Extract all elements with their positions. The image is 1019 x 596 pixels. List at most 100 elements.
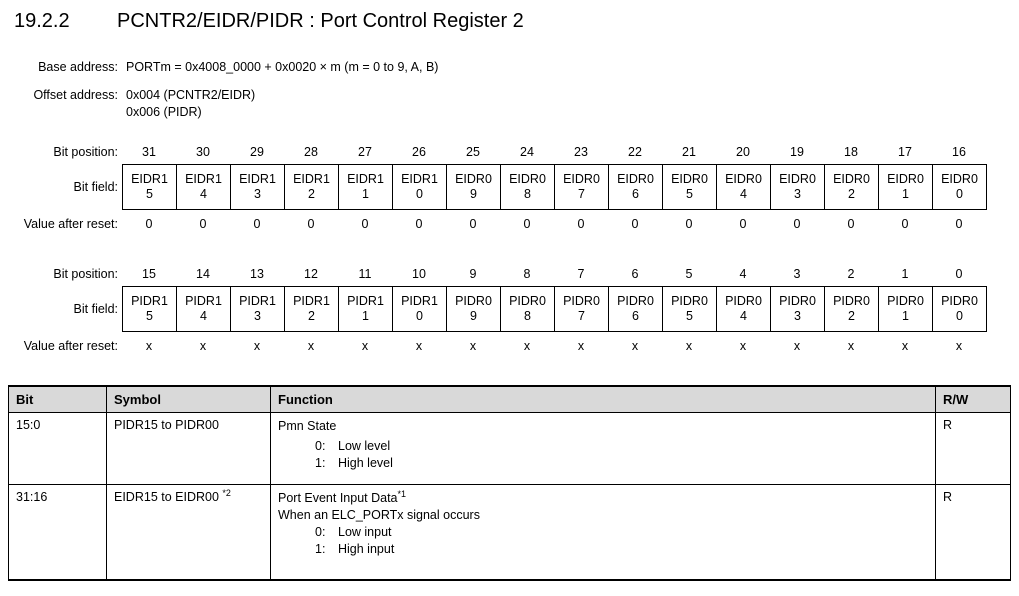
bit-position-number: 5	[685, 267, 693, 281]
bit-field-name: EIDR0	[563, 172, 600, 186]
bit-position-number: 6	[631, 267, 639, 281]
function-option-key: 1:	[315, 542, 326, 556]
address-row: Base address:PORTm = 0x4008_0000 + 0x002…	[0, 59, 438, 76]
bit-field-index: 2	[308, 309, 315, 323]
bit-position-number: 18	[844, 145, 858, 159]
bit-field-index: 1	[362, 187, 369, 201]
reset-value: 0	[361, 217, 369, 231]
bit-field-index: 0	[416, 187, 423, 201]
bit-position-number: 16	[952, 145, 966, 159]
bit-position-number: 13	[250, 267, 264, 281]
bit-field-name: PIDR0	[941, 294, 978, 308]
bit-field-name: PIDR0	[779, 294, 816, 308]
reset-value: 0	[145, 217, 153, 231]
bit-field-name: PIDR1	[131, 294, 168, 308]
bit-field-name: EIDR0	[509, 172, 546, 186]
bit-field-name: PIDR1	[401, 294, 438, 308]
bit-field-name: PIDR0	[617, 294, 654, 308]
bit-position-number: 19	[790, 145, 804, 159]
bit-field-name: EIDR1	[131, 172, 168, 186]
bit-field-index: 7	[578, 309, 585, 323]
bit-position-number: 27	[358, 145, 372, 159]
bit-position-number: 17	[898, 145, 912, 159]
bit-position-number: 22	[628, 145, 642, 159]
reset-value: x	[577, 339, 585, 353]
function-option-text: Low input	[338, 525, 392, 539]
reset-value: 0	[685, 217, 693, 231]
bit-field-name: EIDR0	[779, 172, 816, 186]
value-after-reset-label: Value after reset:	[23, 339, 118, 353]
reset-value: x	[307, 339, 315, 353]
column-header-bit: Bit	[8, 385, 107, 413]
function-title: Pmn State	[278, 418, 928, 435]
function-option: 1:High level	[315, 455, 928, 472]
function-footnote-marker: *1	[397, 488, 407, 499]
bit-position-number: 26	[412, 145, 426, 159]
bit-field-index: 9	[470, 309, 477, 323]
reset-value: 0	[469, 217, 477, 231]
bit-position-number: 8	[523, 267, 531, 281]
function-title-text: Pmn State	[278, 419, 337, 433]
reset-value: 0	[199, 217, 207, 231]
cell-bit-range: 15:0	[8, 412, 107, 485]
bit-position-number: 10	[412, 267, 426, 281]
reset-value: 0	[955, 217, 963, 231]
bit-position-number: 30	[196, 145, 210, 159]
address-value: 0x004 (PCNTR2/EIDR)0x006 (PIDR)	[126, 87, 255, 121]
bit-position-label: Bit position:	[53, 267, 118, 281]
function-title: Port Event Input Data*1	[278, 488, 928, 507]
bit-field-name: PIDR0	[887, 294, 924, 308]
function-title-text: Port Event Input Data	[278, 491, 398, 505]
bit-field-label: Bit field:	[73, 180, 118, 194]
bit-field-name: EIDR1	[293, 172, 330, 186]
bit-field-index: 7	[578, 187, 585, 201]
function-option-key: 0:	[315, 525, 326, 539]
symbol-text: PIDR15 to PIDR00	[114, 418, 219, 432]
function-option: 0: Low input	[315, 524, 928, 541]
bit-position-number: 21	[682, 145, 696, 159]
bit-field-name: PIDR0	[455, 294, 492, 308]
bit-position-number: 29	[250, 145, 264, 159]
function-option-text: High input	[338, 542, 395, 556]
function-option-key: 1:	[315, 456, 326, 470]
reset-value: 0	[415, 217, 423, 231]
reset-value: x	[199, 339, 207, 353]
reset-value: x	[901, 339, 909, 353]
function-option-key: 0:	[315, 439, 326, 453]
bit-field-index: 6	[632, 309, 639, 323]
bit-field-name: EIDR0	[671, 172, 708, 186]
function-option: 0:Low level	[315, 438, 928, 455]
reset-value: x	[469, 339, 477, 353]
reset-value: 0	[307, 217, 315, 231]
bit-position-number: 14	[196, 267, 210, 281]
bit-field-name: EIDR0	[887, 172, 924, 186]
reset-value: x	[955, 339, 963, 353]
bit-field-index: 4	[740, 309, 747, 323]
bit-position-number: 12	[304, 267, 318, 281]
bit-position-number: 0	[955, 267, 963, 281]
bit-field-name: EIDR1	[347, 172, 384, 186]
reset-value: x	[361, 339, 369, 353]
